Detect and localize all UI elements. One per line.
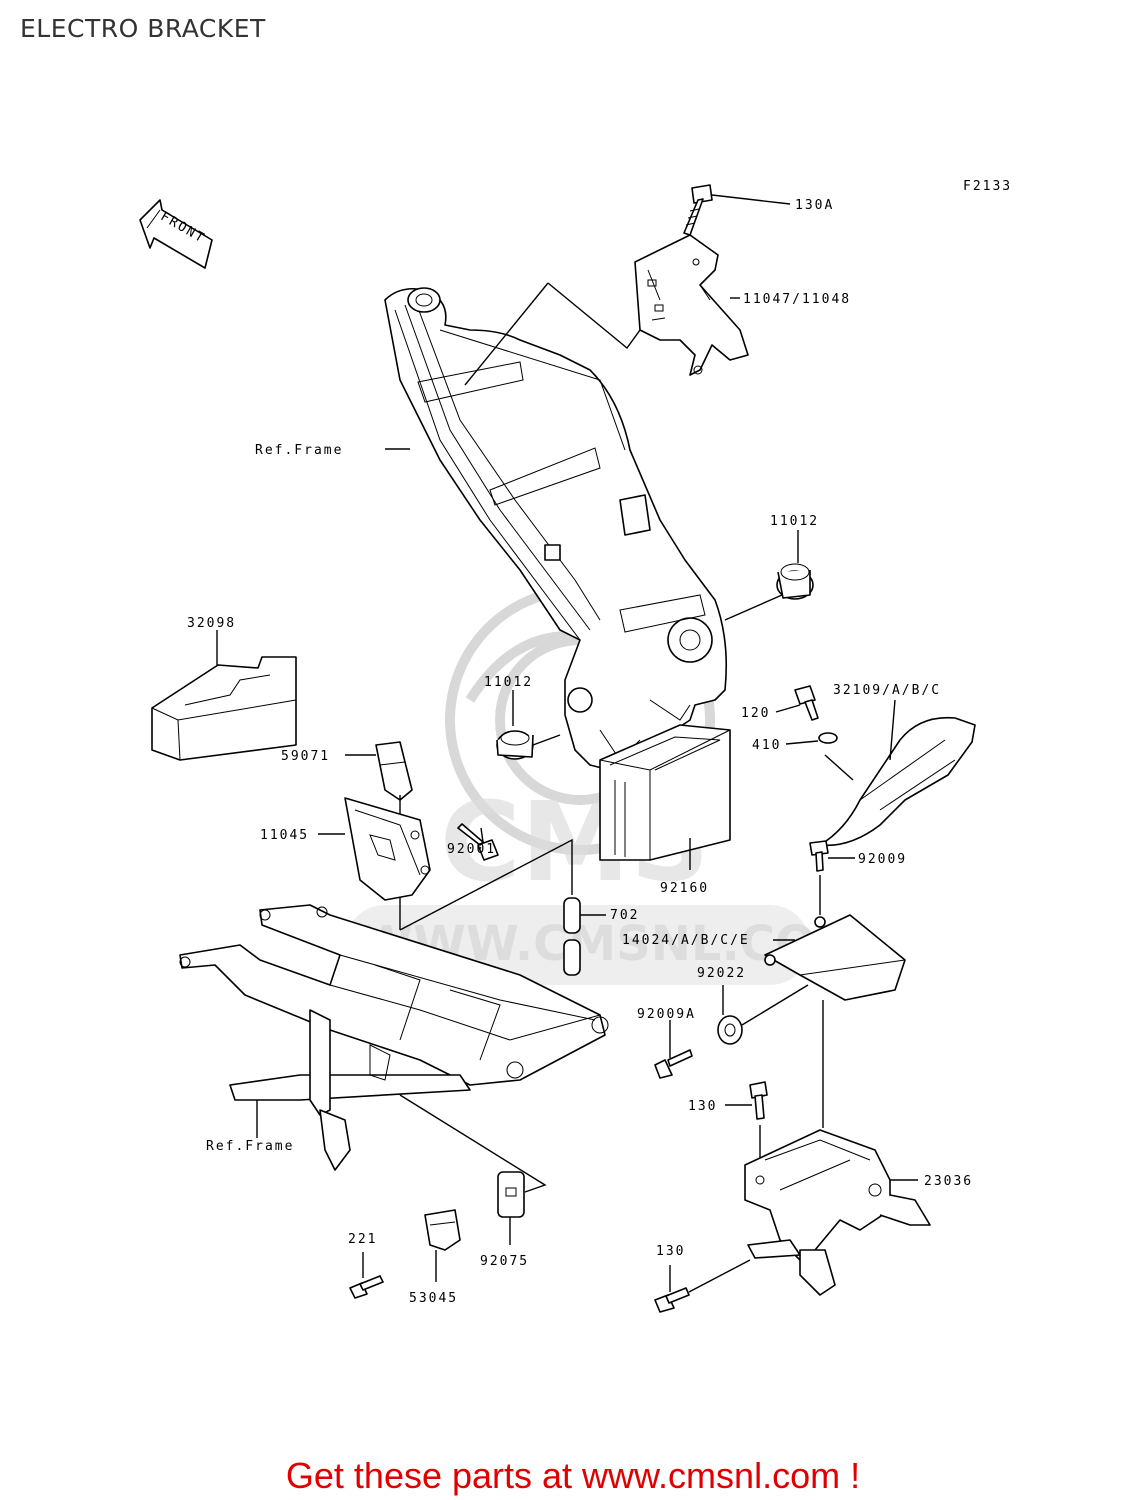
bolt-130-upper (749, 1081, 768, 1120)
callout-92075: 92075 (480, 1254, 529, 1269)
callout-ref-frame-top: Ref.Frame (255, 443, 343, 458)
callout-92022: 92022 (697, 966, 746, 981)
callout-32098: 32098 (187, 616, 236, 631)
page-title: ELECTRO BRACKET (20, 14, 266, 43)
front-arrow-icon: FRONT (139, 199, 213, 269)
screw-221 (349, 1275, 384, 1299)
guard-32109 (819, 716, 976, 847)
battery-92160 (599, 724, 731, 861)
bolt-130-lower (654, 1287, 690, 1313)
cover-14024 (764, 914, 906, 1001)
callout-14024: 14024/A/B/C/E (622, 933, 750, 948)
callout-11012-a: 11012 (770, 514, 819, 529)
screw-92009a (654, 1049, 693, 1079)
cover-32098 (151, 656, 297, 761)
callout-130a: 130A (795, 198, 834, 213)
bolt-120 (794, 685, 819, 721)
washer-92022 (717, 1015, 743, 1045)
frame-sub (179, 904, 609, 1171)
callout-410: 410 (752, 738, 781, 753)
bracket-11047 (634, 234, 749, 376)
washer-410 (818, 732, 838, 744)
clip-59071 (375, 741, 413, 801)
callout-11012-b: 11012 (484, 675, 533, 690)
callout-92009a: 92009A (637, 1007, 696, 1022)
bracket-23036 (744, 1129, 931, 1296)
screw-92009 (809, 840, 829, 872)
callout-92009: 92009 (858, 852, 907, 867)
callout-120: 120 (741, 706, 770, 721)
rubber-92075 (497, 1171, 525, 1218)
callout-92001: 92001 (447, 842, 496, 857)
callout-702: 702 (610, 908, 639, 923)
callout-130-lower: 130 (656, 1244, 685, 1259)
bracket-11045 (344, 797, 431, 901)
callout-23036: 23036 (924, 1174, 973, 1189)
callout-221: 221 (348, 1232, 377, 1247)
bolt-130a (683, 184, 713, 236)
figure-code: F2133 (963, 179, 1012, 194)
frame-main (384, 287, 727, 771)
callout-ref-frame-bottom: Ref.Frame (206, 1139, 294, 1154)
grommet-11012-a (776, 563, 814, 600)
callout-11047: 11047/11048 (743, 292, 851, 307)
footer-link[interactable]: Get these parts at www.cmsnl.com ! (285, 1455, 861, 1496)
callout-11045: 11045 (260, 828, 309, 843)
callout-32109: 32109/A/B/C (833, 683, 941, 698)
callout-53045: 53045 (409, 1291, 458, 1306)
callout-130-upper: 130 (688, 1099, 717, 1114)
callout-59071: 59071 (281, 749, 330, 764)
callout-92160: 92160 (660, 881, 709, 896)
clamp-53045 (424, 1209, 461, 1251)
grommet-11012-b (496, 730, 534, 760)
